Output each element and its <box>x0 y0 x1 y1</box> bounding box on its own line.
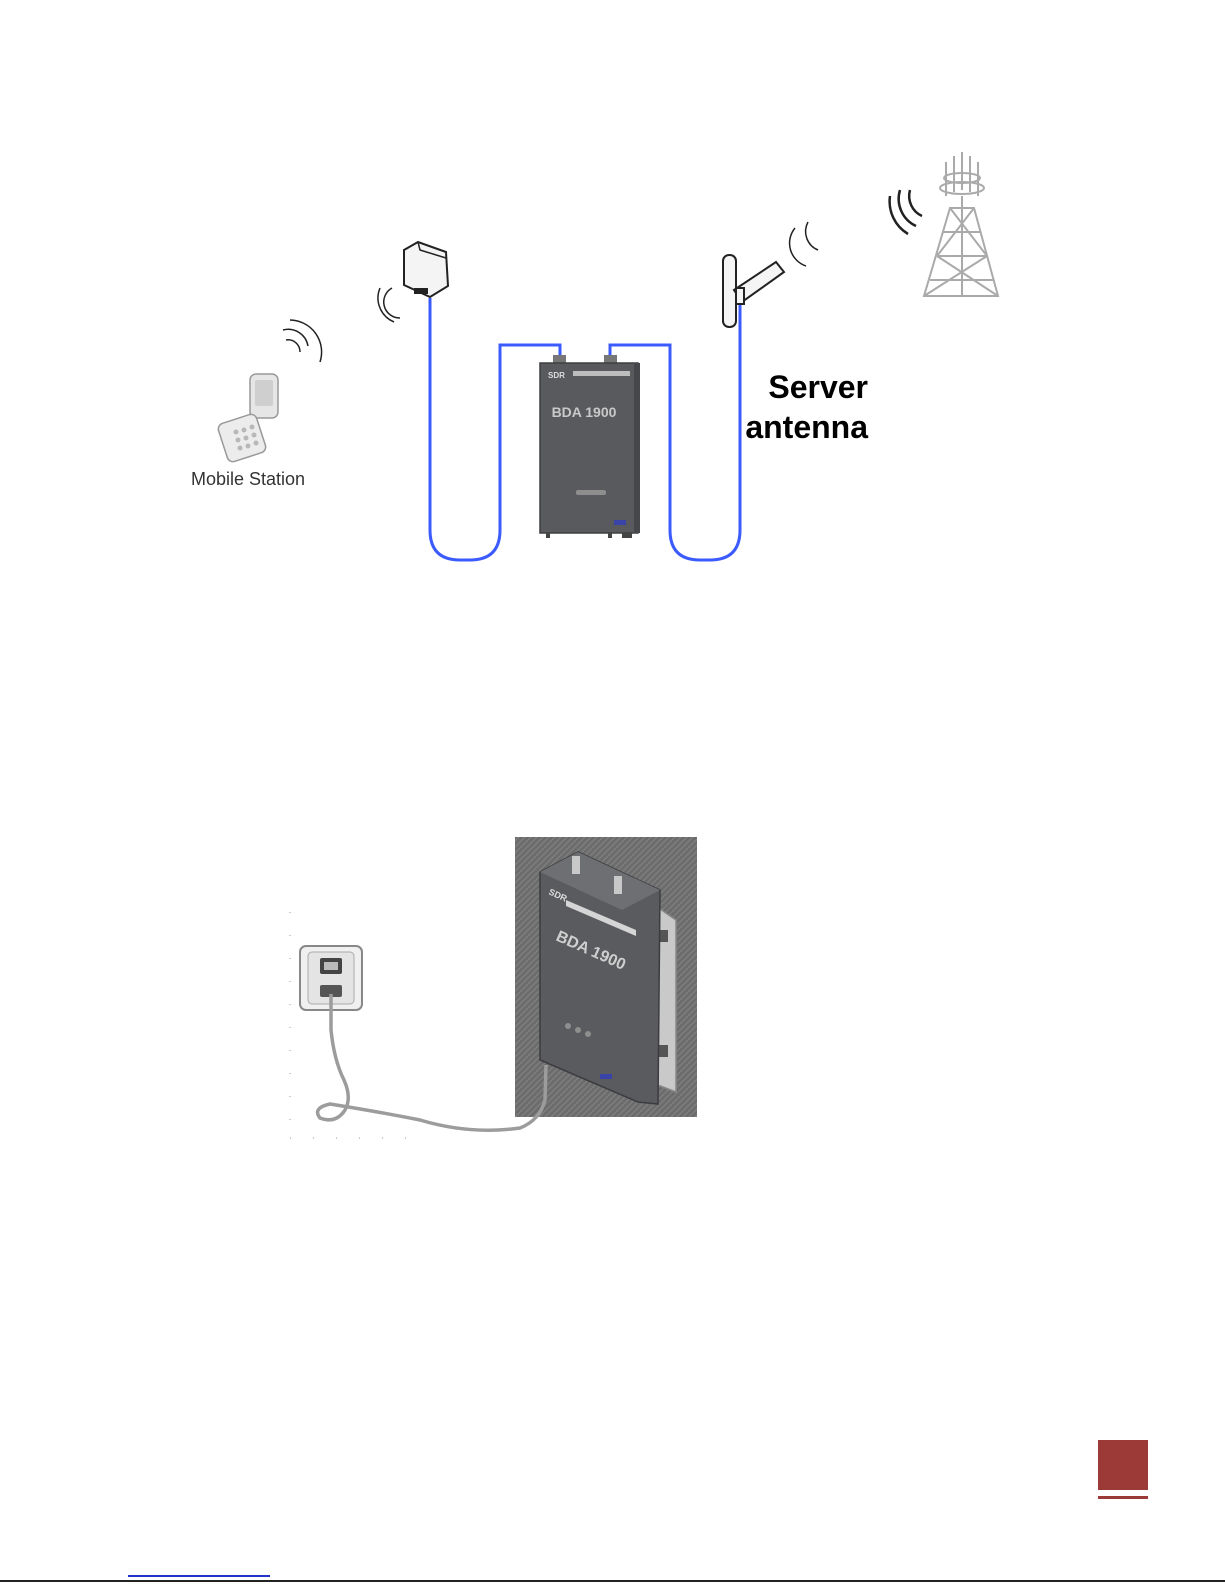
footer-rule <box>0 1580 1225 1582</box>
bda-brand-label: SDR <box>548 371 565 380</box>
footer-link-underline[interactable] <box>128 1575 270 1577</box>
page-badge-underline <box>1098 1496 1148 1499</box>
server-label-line2: antenna <box>745 409 868 445</box>
power-cable <box>318 994 546 1130</box>
bda-unit: SDR BDA 1900 <box>540 355 640 538</box>
page-number-badge <box>1098 1440 1148 1490</box>
indoor-antenna-icon <box>378 242 448 322</box>
cell-tower-icon <box>924 152 998 296</box>
wall-unit-model-label: BDA 1900 <box>553 928 628 974</box>
server-label-line1: Server <box>768 369 868 405</box>
bda-model-label: BDA 1900 <box>552 404 617 420</box>
outlet-guide-dots <box>290 912 420 1140</box>
server-antenna-icon <box>723 222 818 327</box>
mobile-phone-icon <box>217 320 322 463</box>
wall-outlet-icon <box>300 946 362 1010</box>
repeater-wall-photo <box>515 837 697 1117</box>
wall-mounted-bda-unit: SDR BDA 1900 <box>540 852 676 1104</box>
mobile-station-label: Mobile Station <box>191 469 305 489</box>
bda-connection-diagram: Mobile Station SDR BDA 1900 Server anten… <box>0 0 1225 620</box>
tower-signal-icon <box>890 190 922 234</box>
wall-unit-brand-label: SDR <box>547 887 569 904</box>
